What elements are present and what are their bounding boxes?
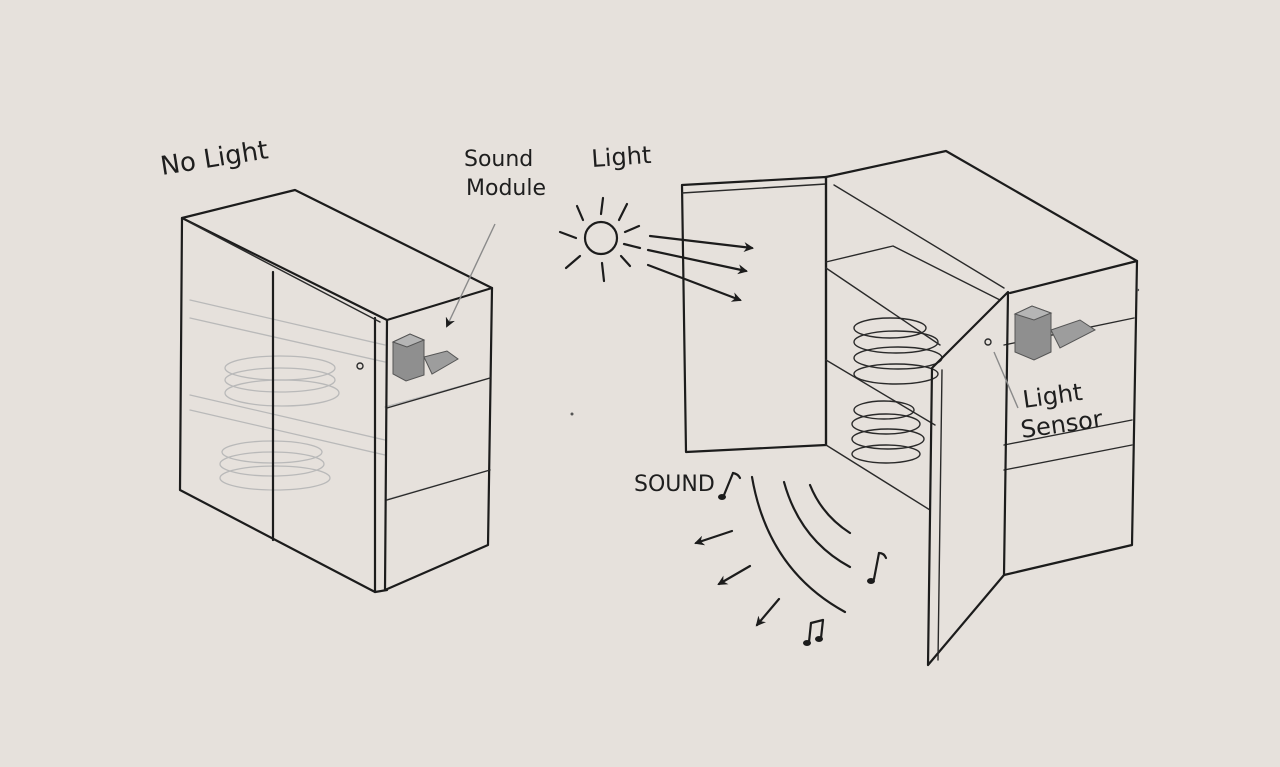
ink-dot xyxy=(570,412,574,416)
music-note-icon xyxy=(718,471,742,500)
sound-direction-arrows xyxy=(694,529,781,627)
light-sensor-label: Light Sensor xyxy=(1019,378,1104,444)
closed-cabinet xyxy=(178,188,494,594)
light-label: Light xyxy=(590,141,652,173)
sound-waves xyxy=(750,475,852,614)
closed-cabinet-plates xyxy=(189,299,491,501)
open-cabinet-plates xyxy=(851,317,943,464)
ink-dot xyxy=(1136,288,1140,292)
sound-module-label-line1: Sound xyxy=(464,147,533,172)
open-cabinet xyxy=(680,149,1139,667)
sound-label: SOUND xyxy=(634,472,715,497)
no-light-label: No Light xyxy=(158,135,270,182)
music-note-icon xyxy=(867,551,888,584)
sound-module-leader xyxy=(445,223,496,328)
sound-module-device xyxy=(391,333,459,382)
light-ray-arrows xyxy=(646,234,754,302)
sound-module-label: Sound Module xyxy=(464,147,546,201)
sun-icon xyxy=(558,196,642,283)
music-note-icon xyxy=(803,618,825,646)
sound-module-device-open xyxy=(1013,305,1096,361)
light-sensor-leader xyxy=(993,351,1019,409)
sound-module-label-line2: Module xyxy=(466,176,546,201)
